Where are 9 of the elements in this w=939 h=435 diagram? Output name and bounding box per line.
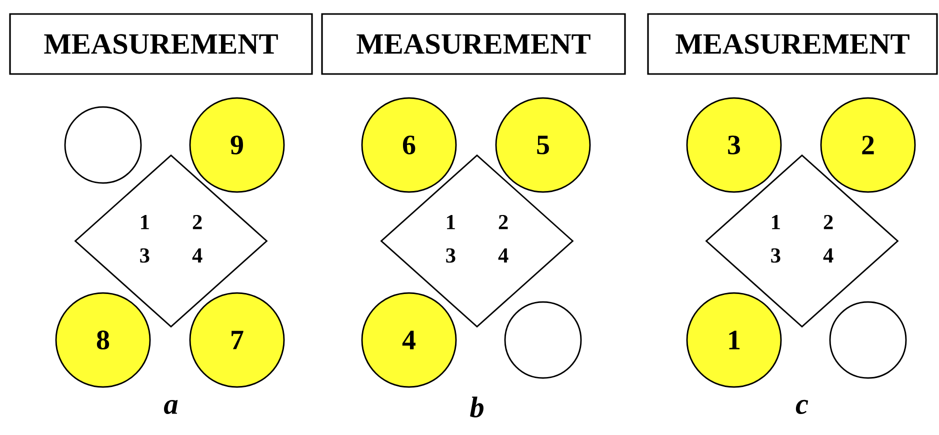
empty-circle xyxy=(504,301,582,379)
panel-letter: b xyxy=(470,396,484,418)
header-box: MEASUREMENT xyxy=(9,13,313,75)
empty-circle xyxy=(829,301,907,379)
header-box: MEASUREMENT xyxy=(647,13,938,75)
empty-circle xyxy=(64,106,142,184)
header-box: MEASUREMENT xyxy=(321,13,626,75)
panel-letter: a xyxy=(164,400,178,414)
panel-letter: c xyxy=(796,400,808,414)
